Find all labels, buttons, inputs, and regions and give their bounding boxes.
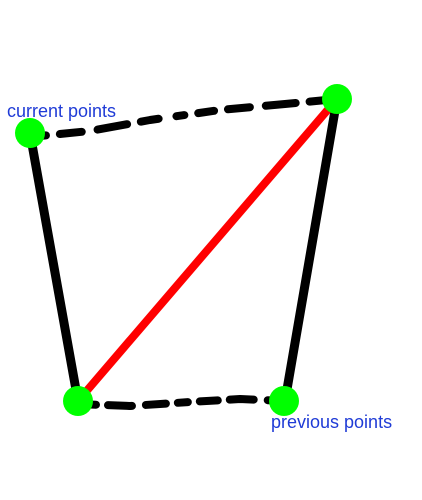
previous-points-label: previous points [271, 412, 392, 432]
top-dashed-edge [26, 95, 341, 141]
diagonal-edge [74, 95, 341, 405]
current-points-label: current points [7, 101, 116, 121]
bottom-dashed-edge [74, 395, 289, 410]
right-edge [280, 94, 342, 406]
left-edge [25, 128, 83, 406]
current-point-left [15, 118, 45, 148]
previous-point-right [269, 386, 299, 416]
current-point-right [322, 84, 352, 114]
previous-point-left [63, 386, 93, 416]
